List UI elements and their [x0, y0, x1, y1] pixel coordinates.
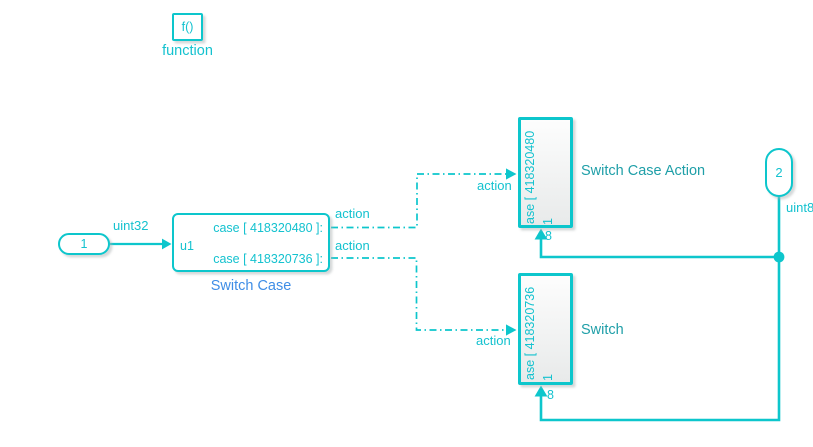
wire-segment — [331, 257, 506, 331]
action-label-case2-source: action — [335, 238, 370, 253]
switch-case-input-port-label: u1 — [180, 239, 194, 253]
wire-action-case1[interactable] — [331, 168, 517, 229]
outport-2-block[interactable]: 2 — [765, 148, 793, 197]
bus-width-label-top: 8 — [545, 229, 552, 243]
wire-feedback-network[interactable] — [534, 196, 785, 422]
wire-action-case2[interactable] — [331, 257, 517, 336]
switch-subsystem[interactable]: ase [ 418320736 1 — [518, 273, 573, 385]
arrowhead-icon — [162, 238, 172, 250]
switch-case-action-name[interactable]: Switch Case Action — [581, 163, 706, 179]
switch-case-output1-label: case [ 418320480 ]: — [213, 221, 323, 235]
signal-type-uint8-label: uint8 — [786, 200, 813, 215]
wire-inport-to-switchcase[interactable] — [110, 238, 172, 250]
switch-case-action-port-number: 1 — [541, 218, 555, 225]
bus-width-label-bottom: 8 — [547, 388, 554, 402]
function-call-block[interactable]: f() — [172, 13, 203, 41]
switch-case-output2-label: case [ 418320736 ]: — [213, 252, 323, 266]
switch-name[interactable]: Switch — [581, 322, 624, 338]
branch-dot — [773, 251, 785, 263]
switch-case-action-subsystem[interactable]: ase [ 418320480 1 — [518, 117, 573, 228]
arrowhead-icon — [506, 324, 517, 336]
arrowhead-icon — [506, 168, 517, 180]
wire-segment — [539, 196, 781, 422]
signal-type-uint32-label: uint32 — [113, 218, 149, 233]
arrowhead-icon — [534, 228, 548, 240]
inport-number: 1 — [80, 237, 88, 251]
outport-number: 2 — [775, 165, 783, 180]
wire-segment — [331, 173, 506, 229]
arrowhead-icon — [534, 385, 548, 397]
switch-side-label: ase [ 418320736 — [523, 286, 537, 380]
wire-segment — [539, 239, 779, 259]
action-label-case2-destination: action — [476, 333, 511, 348]
switch-case-block[interactable]: u1 case [ 418320480 ]: case [ 418320736 … — [172, 213, 330, 272]
switch-case-block-name[interactable]: Switch Case — [210, 278, 292, 294]
function-call-icon: f() — [181, 20, 194, 34]
action-label-case1-source: action — [335, 206, 370, 221]
switch-case-action-side-label: ase [ 418320480 — [523, 130, 537, 224]
inport-1-block[interactable]: 1 — [58, 233, 110, 255]
switch-port-number: 1 — [541, 374, 555, 381]
function-call-block-name[interactable]: function — [162, 43, 213, 59]
action-label-case1-destination: action — [477, 178, 512, 193]
